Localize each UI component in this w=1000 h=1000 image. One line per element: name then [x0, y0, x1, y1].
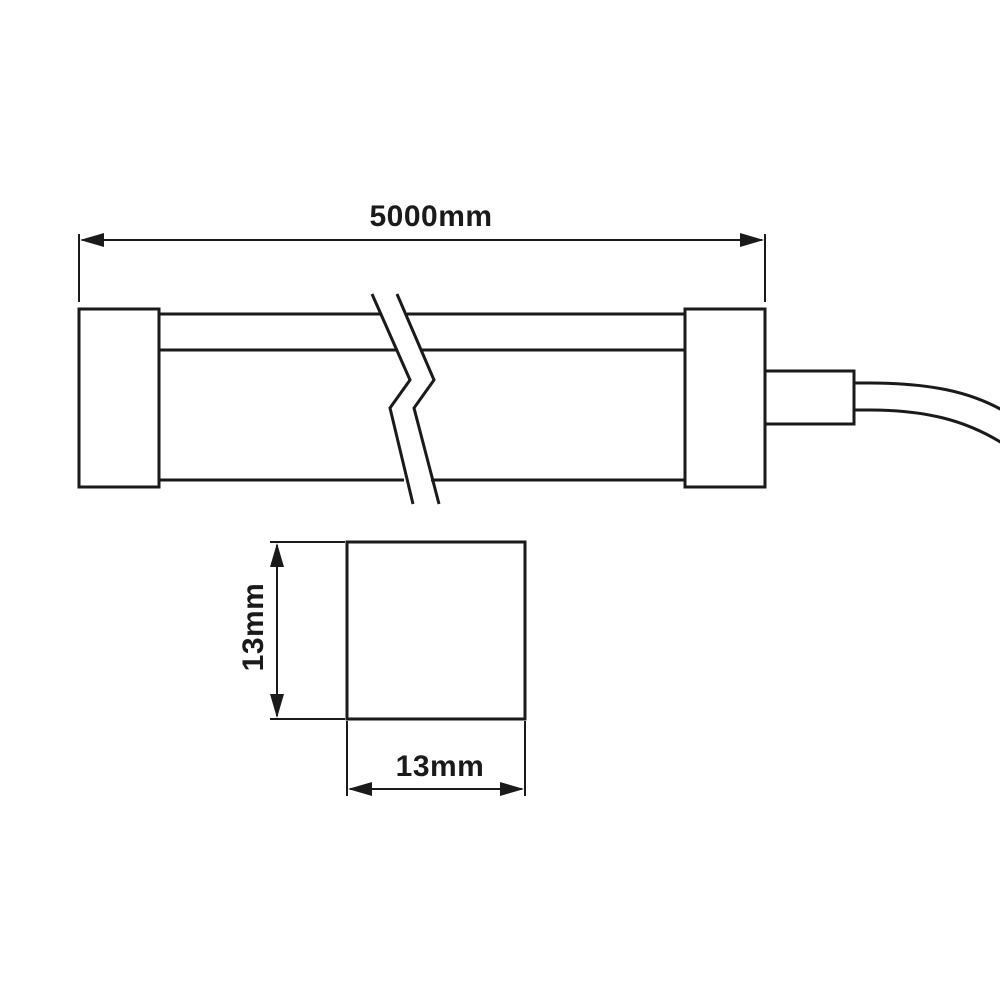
power-cable — [854, 381, 1000, 444]
cross-section-square — [345, 540, 527, 721]
height-arrow-bottom — [270, 694, 284, 718]
height-label: 13mm — [237, 583, 270, 672]
width-label: 13mm — [396, 750, 485, 783]
strip-body-right-segment — [407, 312, 685, 482]
strip-body-left-segment — [159, 312, 404, 482]
right-end-cap — [683, 307, 767, 489]
width-arrow-right — [500, 782, 524, 796]
width-arrow-left — [348, 782, 372, 796]
break-line-left — [370, 293, 415, 505]
strip-side-view — [77, 293, 1000, 505]
length-dimension: 5000mm — [78, 200, 766, 302]
left-end-cap — [77, 307, 161, 489]
length-arrow-left — [80, 233, 104, 247]
width-dimension: 13mm — [346, 721, 526, 796]
height-dimension: 13mm — [237, 541, 345, 720]
connector-block — [763, 369, 856, 426]
height-arrow-top — [270, 543, 284, 567]
length-arrow-right — [740, 233, 764, 247]
break-line-right — [395, 293, 441, 505]
length-label: 5000mm — [369, 200, 492, 233]
